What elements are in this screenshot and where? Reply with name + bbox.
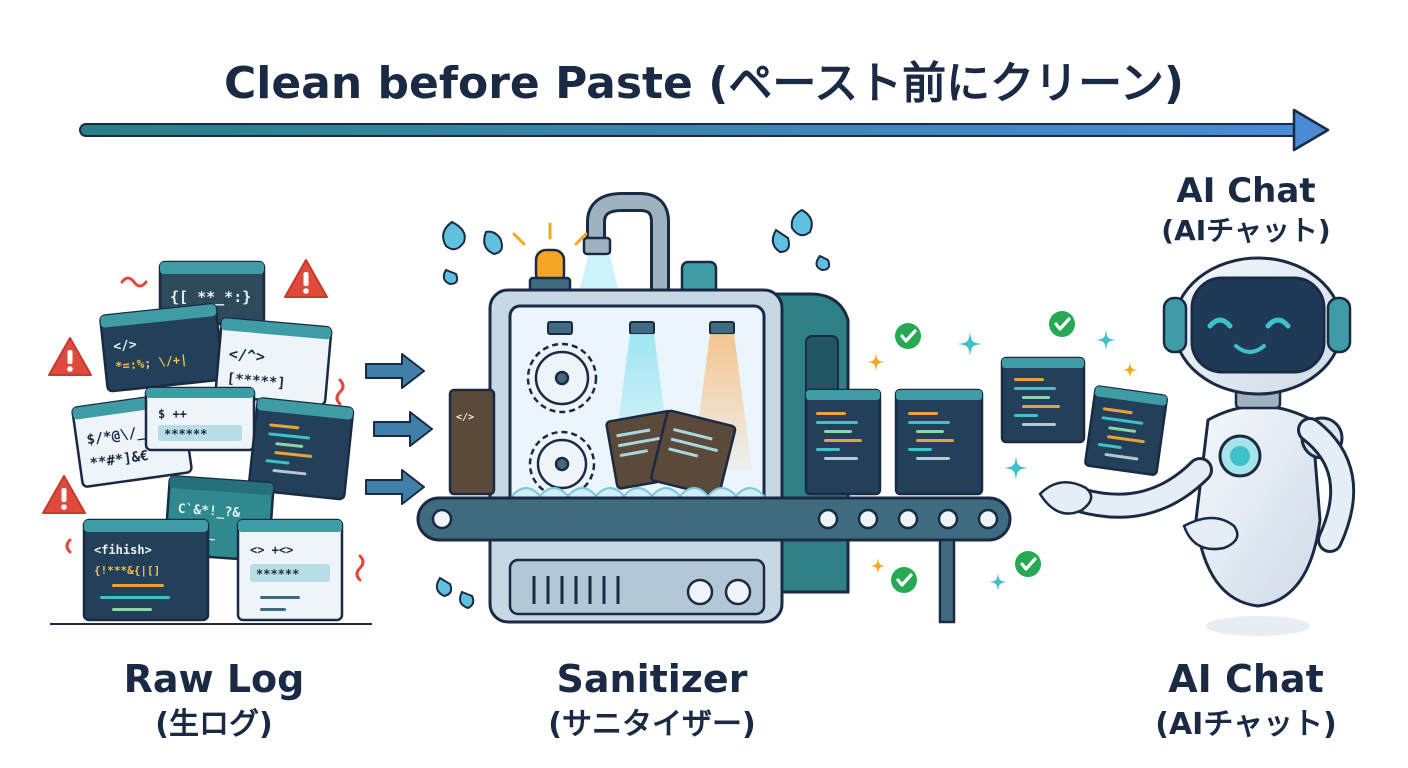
svg-text:{!***&{|[]: {!***&{|[] — [94, 564, 160, 577]
checkmark-icon — [1047, 309, 1077, 339]
checkmark-icon — [1013, 549, 1043, 579]
svg-text:<> +<>: <> +<> — [250, 543, 293, 557]
raw-log-label: Raw Log — [124, 657, 305, 701]
raw-log-stack: {[ **_*:} </> *=:%; \/+| </^> [*****] $/… — [42, 259, 372, 625]
conveyor-belt — [416, 496, 1012, 624]
sanitizer-sublabel: (サニタイザー) — [548, 707, 755, 742]
checkmark-icon — [893, 321, 923, 351]
arrow-right-icon — [365, 469, 425, 505]
svg-text:<fihish>: <fihish> — [94, 543, 152, 557]
log-card — [247, 397, 355, 501]
log-card: </^> [*****] — [214, 317, 333, 407]
raw-log-sublabel: (生ログ) — [155, 707, 272, 742]
ai-header-sublabel: (AIチャット) — [1161, 214, 1330, 247]
log-card: </> *=:%; \/+| — [99, 303, 225, 393]
svg-text:</^>: </^> — [228, 345, 266, 366]
svg-text:C`&*!_?&: C`&*!_?& — [177, 502, 241, 521]
svg-text:******: ****** — [256, 567, 299, 581]
svg-text:{[ **_*:}: {[ **_*:} — [170, 288, 251, 306]
ai-chat-sublabel: (AIチャット) — [1155, 707, 1337, 742]
ai-chat-label: AI Chat — [1168, 657, 1324, 701]
water-splash-icon — [435, 208, 831, 610]
sanitizer-machine — [435, 192, 850, 624]
gear-icon — [526, 342, 598, 414]
log-card: <> +<> ****** — [236, 518, 344, 622]
clean-log-card — [1084, 385, 1169, 476]
svg-text:******: ****** — [164, 427, 207, 441]
arrow-right-icon — [373, 411, 433, 447]
robot-icon — [1038, 256, 1356, 636]
checkmark-icon — [889, 565, 919, 595]
sanitizer-label: Sanitizer — [557, 657, 748, 701]
svg-text:[*****]: [*****] — [226, 371, 286, 392]
warning-icon — [42, 475, 86, 514]
log-card: </> — [448, 388, 496, 496]
svg-text:</>: </> — [456, 412, 474, 423]
ai-header-label: AI Chat — [1176, 171, 1315, 211]
faucet-icon — [580, 192, 670, 292]
warning-icon — [48, 337, 92, 376]
clean-log-card — [894, 388, 984, 496]
warning-icon — [284, 259, 328, 298]
page-title: Clean before Paste (ペースト前にクリーン) — [224, 58, 1184, 109]
log-card: <fihish> {!***&{|[] — [82, 518, 210, 622]
input-arrows — [365, 353, 433, 505]
arrow-right-icon — [365, 353, 425, 389]
log-card: $ ++ ****** — [144, 386, 256, 452]
svg-text:</>: </> — [113, 337, 138, 354]
main-flow-arrow — [79, 108, 1330, 152]
svg-text:$ ++: $ ++ — [158, 407, 187, 421]
gear-icon — [528, 430, 596, 498]
clean-log-card — [804, 388, 882, 496]
clean-log-card — [1000, 356, 1086, 444]
warning-lamp — [512, 222, 588, 294]
